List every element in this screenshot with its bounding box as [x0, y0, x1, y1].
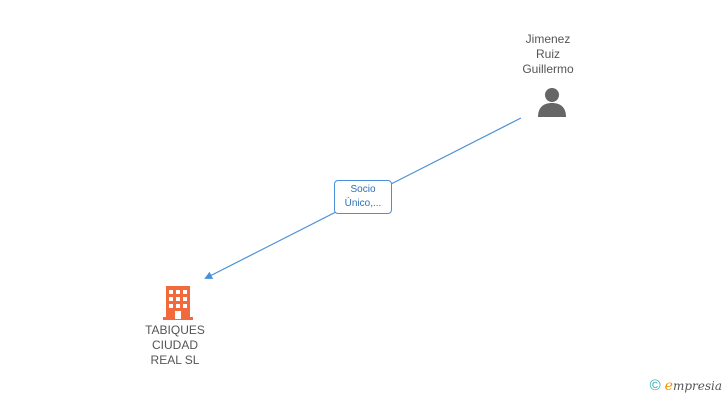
company-name[interactable]: TABIQUES CIUDAD REAL SL — [145, 323, 205, 367]
relation-role-detail: Único,... — [344, 198, 382, 209]
copyright-symbol: © — [649, 377, 661, 394]
empresia-watermark[interactable]: © empresia — [650, 377, 722, 394]
relation-role: Socio — [350, 184, 376, 195]
building-icon[interactable] — [160, 284, 196, 320]
brand-logo: empresia — [665, 378, 722, 394]
person-name[interactable]: Jimenez Ruiz Guillermo — [522, 32, 574, 76]
brand-name: mpresia — [672, 378, 722, 393]
relation-label-box[interactable]: Socio Único,... — [334, 180, 392, 214]
person-icon[interactable] — [535, 86, 569, 118]
brand-initial: e — [664, 377, 673, 394]
